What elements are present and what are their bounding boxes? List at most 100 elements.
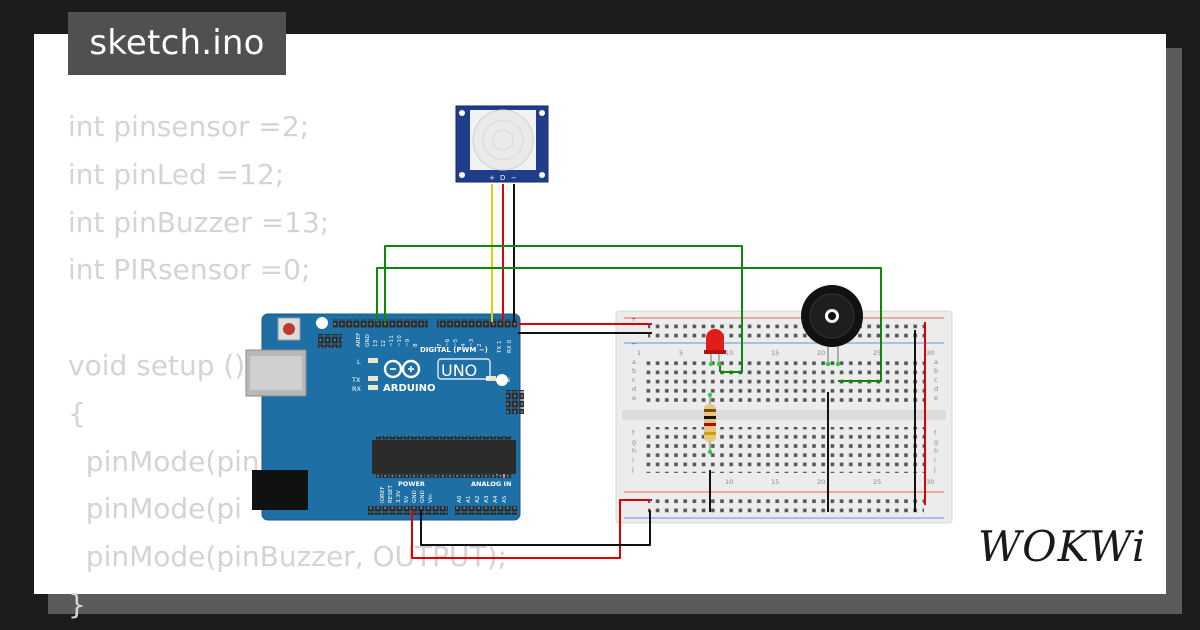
digital-header-left (333, 319, 428, 328)
pin-label: A0 (457, 495, 463, 503)
pin-label: 12 (381, 340, 387, 347)
column-number: 10 (725, 478, 733, 486)
led-label-tx: TX (351, 376, 361, 384)
pin-label: 3.3V (396, 490, 402, 503)
piezo-buzzer (801, 285, 863, 367)
breadboard: + − 1 5 10 15 20 25 30 10 15 20 25 30 a … (615, 310, 953, 524)
wokwi-logo: WOKWi (978, 522, 1147, 571)
pin-label: ~9 (405, 338, 411, 347)
pin-label: 7 (437, 343, 443, 347)
wire-led-signal (384, 245, 743, 373)
pir-pin-label: + (489, 174, 495, 182)
pir-dome (472, 109, 534, 171)
row-letter: i (632, 456, 634, 464)
column-number: 30 (926, 349, 934, 357)
pin-label: A2 (475, 496, 481, 503)
pin-label: ~5 (453, 338, 459, 347)
row-letter: j (933, 465, 936, 473)
row-letter: g (934, 438, 938, 446)
code-line: { (68, 396, 86, 430)
pir-motion-sensor: + D − (455, 105, 549, 183)
pir-pin-label: D (500, 174, 505, 182)
on-label: ON (500, 376, 510, 384)
red-led (704, 329, 726, 367)
code-line: pinMode(pi (68, 492, 242, 526)
wire-buzzer-signal (376, 267, 882, 382)
sketch-filename: sketch.ino (68, 12, 286, 75)
code-line: } (68, 587, 86, 621)
column-number: 15 (771, 349, 779, 357)
code-line: void setup () (68, 348, 246, 382)
row-letter: i (934, 456, 936, 464)
row-letter: h (632, 447, 636, 455)
arduino-wordmark: ARDUINO (383, 383, 435, 394)
pin-label: ~10 (397, 335, 403, 347)
pin-label: 8 (413, 343, 419, 347)
wire-gnd-bottom (420, 510, 651, 546)
pin-label: A1 (466, 495, 472, 503)
column-number: 5 (679, 349, 683, 357)
row-letter: a (934, 358, 938, 366)
row-letter: f (632, 429, 635, 437)
column-number: 15 (771, 478, 779, 486)
row-letter: j (631, 465, 634, 473)
code-line: int pinsensor =2; (68, 110, 310, 143)
pin-label: ~11 (389, 335, 395, 347)
wire-5v-bottom (411, 499, 652, 559)
row-letter: d (632, 385, 636, 393)
code-line: int pinBuzzer =13; (68, 205, 330, 239)
arduino-logo (383, 358, 491, 380)
code-line: int pinLed =12; (68, 157, 285, 191)
pin-label: RX 0 (507, 340, 513, 353)
pin-label: TX 1 (497, 340, 503, 354)
pin-label: GND (420, 490, 426, 503)
pin-label: GND (412, 490, 418, 503)
digital-label: DIGITAL (PWM ~) (420, 346, 488, 354)
analog-label: ANALOG IN (471, 480, 511, 488)
row-letter: e (934, 394, 938, 402)
row-letter: c (934, 376, 938, 384)
pin-label: A5 (502, 495, 508, 503)
arduino-uno-board: AREF GND 13 12 ~11 ~10 ~9 8 7 ~6 ~5 4 ~3… (245, 313, 524, 521)
column-number: 30 (926, 478, 934, 486)
power-label: POWER (398, 480, 425, 488)
pin-label: 5V (404, 495, 410, 503)
digital-header-right (437, 319, 517, 328)
code-line: int PIRsensor =0; (68, 253, 311, 287)
row-letter: d (934, 385, 938, 393)
row-letter: e (632, 394, 636, 402)
power-header (368, 506, 448, 515)
column-number: 10 (725, 349, 733, 357)
board-model: UNO (441, 361, 477, 380)
column-number: 20 (817, 349, 825, 357)
rail-plus-label: + (631, 315, 636, 323)
pir-pin-label: − (511, 174, 517, 182)
code-line: pinMode(pinBuzzer, OUTPUT); (68, 540, 507, 574)
pin-label: GND (365, 334, 371, 347)
row-letter: f (934, 429, 937, 437)
atmega-chip (372, 440, 516, 474)
wires (376, 184, 926, 559)
row-letter: h (934, 447, 938, 455)
pin-label: IOREF (380, 486, 386, 503)
pin-label: ~3 (469, 338, 475, 347)
reset-button[interactable] (283, 323, 295, 335)
pin-label: 2 (477, 343, 483, 347)
pin-label: AREF (356, 333, 362, 347)
row-letter: a (632, 358, 636, 366)
column-number: 1 (637, 349, 641, 357)
project-preview-card (34, 34, 1166, 594)
rail-minus-label: − (631, 340, 636, 348)
led-label-l: L (357, 358, 361, 366)
resistor (704, 392, 716, 455)
pin-label: A4 (493, 495, 499, 503)
pin-label: A3 (484, 495, 490, 503)
code-preview: int pinsensor =2; int pinLed =12; int pinB… (68, 103, 507, 629)
row-letter: b (632, 367, 636, 375)
column-number: 25 (873, 478, 881, 486)
code-line: pinMode(pin (68, 444, 260, 478)
analog-header (455, 506, 517, 515)
column-number: 25 (873, 349, 881, 357)
row-letter: c (632, 376, 636, 384)
